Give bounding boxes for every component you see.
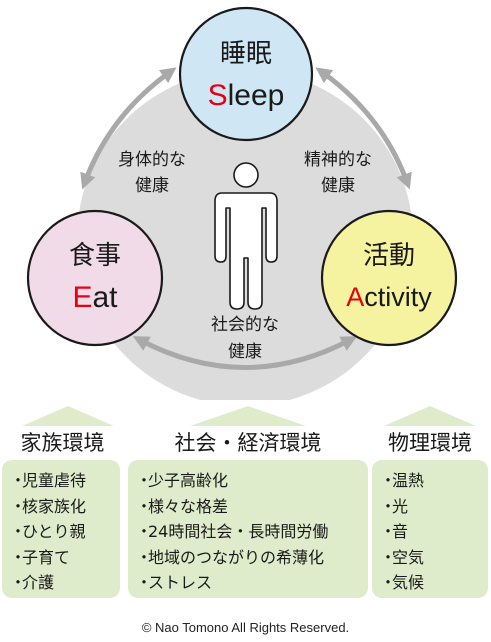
bullet: ・ (10, 547, 27, 567)
social-triangle-icon (190, 406, 306, 426)
bullet: ・ (136, 471, 153, 490)
arrow-eat-activity (132, 336, 358, 370)
bullet: ・ (380, 522, 397, 541)
bullet: ・ (380, 471, 397, 490)
bullet: ・ (380, 547, 397, 567)
bullet: ・ (136, 522, 153, 541)
list-item: ・核家族化 (10, 494, 114, 520)
list-item: ・少子高齢化 (136, 468, 362, 494)
social-heading: 社会・経済環境 (174, 431, 322, 455)
person-icon (214, 162, 278, 310)
label-physical-line2: 健康 (135, 176, 169, 196)
node-sleep: 睡眠 Sleep (178, 6, 314, 142)
physical-heading: 物理環境 (388, 431, 472, 455)
node-activity: 活動 Activity (320, 209, 458, 347)
list-item: ・子育て (10, 545, 114, 571)
node-sleep-initial: S (208, 79, 228, 112)
label-physical-line1: 身体的な (118, 150, 186, 170)
family-triangle-icon (22, 406, 114, 426)
label-social-line2: 健康 (228, 342, 262, 362)
arrow-sleep-activity (315, 67, 412, 190)
physical-triangle-icon (384, 406, 476, 426)
bullet: ・ (10, 522, 27, 541)
family-heading: 家族環境 (20, 431, 105, 455)
bullet: ・ (10, 496, 27, 516)
label-mental-line1: 精神的な (304, 150, 372, 170)
node-activity-initial: A (346, 282, 364, 312)
label-social-line1: 社会的な (211, 315, 279, 335)
node-eat-english: Eat (72, 281, 118, 314)
list-item: ・光 (380, 494, 482, 520)
label-mental-line2: 健康 (321, 176, 355, 196)
node-sleep-english: Sleep (208, 79, 285, 112)
family-list: ・児童虐待 ・核家族化 ・ひとり親 ・子育て ・介護 (10, 468, 114, 596)
list-item: ・温熱 (380, 468, 482, 494)
node-eat-title: 食事 (69, 241, 121, 271)
node-activity-title: 活動 (363, 241, 415, 271)
node-eat-rest: at (92, 281, 118, 314)
arrow-sleep-eat (80, 67, 177, 190)
family-box: ・児童虐待 ・核家族化 ・ひとり親 ・子育て ・介護 (2, 460, 120, 598)
list-item: ・児童虐待 (10, 468, 114, 494)
physical-box: ・温熱 ・光 ・音 ・空気 ・気候 (372, 460, 488, 598)
node-sleep-rest: leep (228, 79, 285, 112)
list-item: ・24時間社会・長時間労働 (136, 519, 362, 545)
bullet: ・ (380, 573, 397, 592)
list-item: ・介護 (10, 570, 114, 596)
list-item: ・音 (380, 519, 482, 545)
copyright-notice: © Nao Tomono All Rights Reserved. (141, 620, 350, 635)
node-activity-rest: ctivity (364, 282, 432, 312)
health-diagram: 睡眠 Sleep 食事 Eat 活動 Activity 身体的な 健康 精神的な… (26, 6, 458, 400)
bullet: ・ (136, 547, 153, 567)
node-sleep-title: 睡眠 (220, 39, 272, 69)
bullet: ・ (136, 496, 153, 516)
bullet: ・ (380, 496, 397, 516)
node-eat: 食事 Eat (26, 209, 164, 347)
list-item: ・ひとり親 (10, 519, 114, 545)
social-list: ・少子高齢化 ・様々な格差 ・24時間社会・長時間労働 ・地域のつながりの希薄化… (136, 468, 362, 596)
bullet: ・ (10, 573, 27, 592)
list-item: ・ストレス (136, 570, 362, 596)
list-item: ・地域のつながりの希薄化 (136, 545, 362, 571)
social-box: ・少子高齢化 ・様々な格差 ・24時間社会・長時間労働 ・地域のつながりの希薄化… (128, 460, 368, 598)
node-activity-english: Activity (346, 282, 432, 312)
list-item: ・様々な格差 (136, 494, 362, 520)
bullet: ・ (136, 573, 153, 592)
list-item: ・空気 (380, 545, 482, 571)
physical-list: ・温熱 ・光 ・音 ・空気 ・気候 (380, 468, 482, 596)
node-eat-initial: E (72, 281, 92, 314)
bullet: ・ (10, 471, 27, 490)
list-item: ・気候 (380, 570, 482, 596)
